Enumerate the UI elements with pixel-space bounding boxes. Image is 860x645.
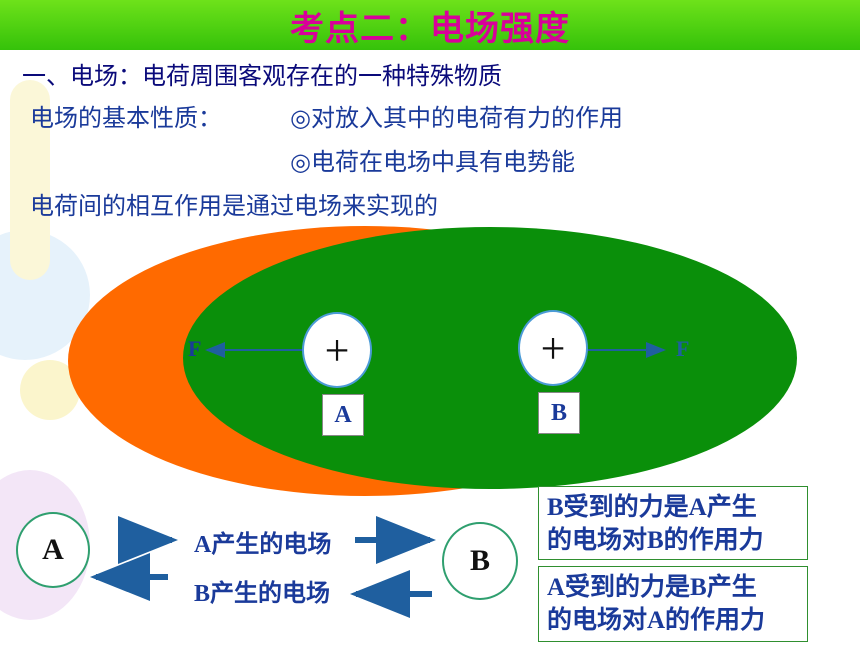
note-b-line-2: 的电场对B的作用力 <box>547 527 764 554</box>
page-title: 考点二：电场强度 <box>290 8 570 49</box>
field-a-label: A产生的电场 <box>194 532 332 558</box>
property-label: 电场的基本性质： <box>30 104 222 132</box>
force-label-right: F <box>676 336 690 361</box>
charge-label-a: A <box>322 394 364 436</box>
interaction-text: 电荷间的相互作用是通过电场来实现的 <box>30 192 438 220</box>
force-label-left: F <box>188 336 202 361</box>
circle-a: A <box>16 512 90 588</box>
field-b-label: B产生的电场 <box>194 581 331 607</box>
property-item-1: ◎对放入其中的电荷有力的作用 <box>290 104 623 132</box>
note-a-line-2: 的电场对A的作用力 <box>547 607 766 634</box>
property-item-2: ◎电荷在电场中具有电势能 <box>290 148 575 176</box>
note-a-line-1: A受到的力是B产生 <box>547 574 757 601</box>
circle-b: B <box>442 522 518 600</box>
green-field-ellipse <box>183 227 797 489</box>
charge-label-b: B <box>538 392 580 434</box>
charge-a-plus: + <box>302 312 372 388</box>
note-b-line-1: B受到的力是A产生 <box>547 494 757 521</box>
title-bar: 考点二：电场强度 <box>0 0 860 50</box>
background-decoration <box>10 80 50 280</box>
note-a-force: A受到的力是B产生 的电场对A的作用力 <box>538 566 808 642</box>
definition-text: 一、电场：电荷周围客观存在的一种特殊物质 <box>22 62 502 90</box>
charge-b-plus: + <box>518 310 588 386</box>
note-b-force: B受到的力是A产生 的电场对B的作用力 <box>538 486 808 560</box>
